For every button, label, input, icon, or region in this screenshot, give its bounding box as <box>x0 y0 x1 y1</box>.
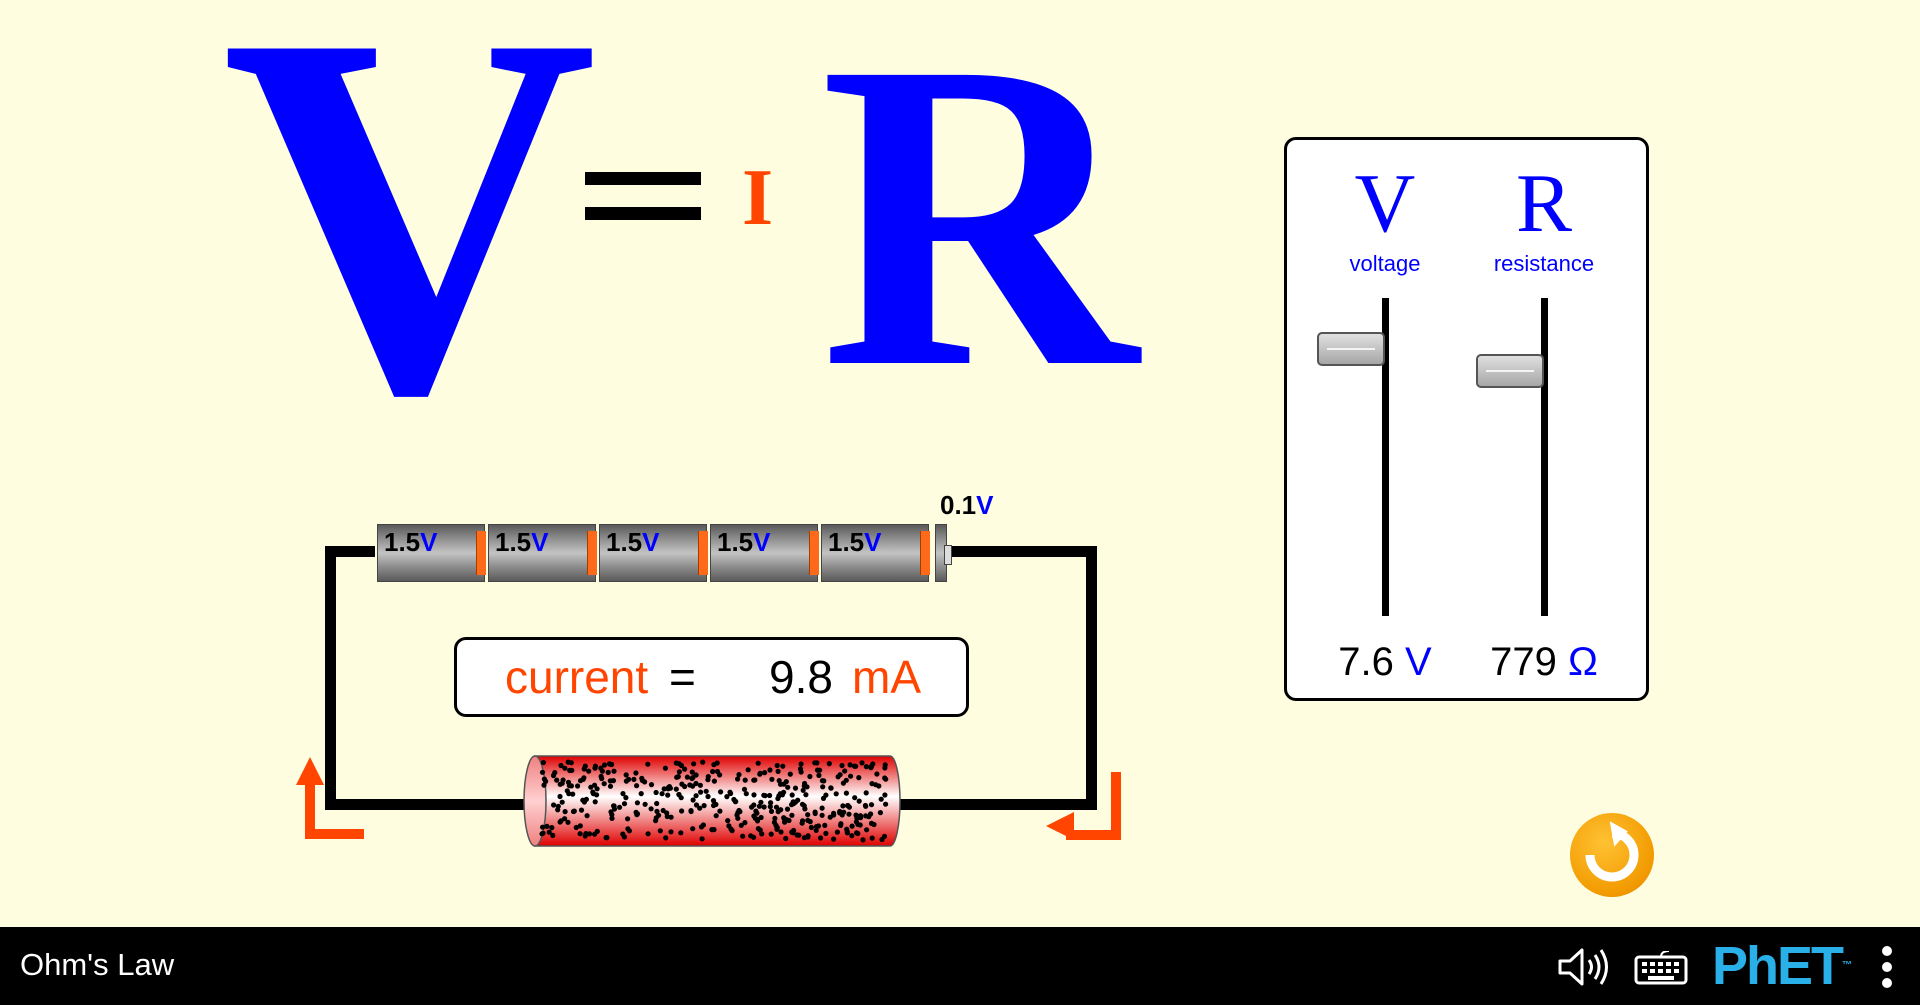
voltage-value: 7.6 <box>1338 640 1394 684</box>
sim-title: Ohm's Law <box>20 947 175 982</box>
battery-cell: 1.5V <box>599 524 708 582</box>
equation-equals-sign <box>585 172 701 220</box>
battery-label: 1.5V <box>606 527 660 558</box>
battery-cell: 1.5V <box>488 524 597 582</box>
resistance-symbol: R <box>1515 157 1573 250</box>
resistor <box>523 755 901 847</box>
battery-unit: V <box>864 527 882 557</box>
battery-label: 1.5V <box>717 527 771 558</box>
wire-top-right <box>950 546 1097 557</box>
wire-right <box>1086 546 1097 810</box>
wire-bottom-right <box>900 799 1097 810</box>
voltage-slider-group: V voltage 7.6 V <box>1300 140 1470 698</box>
small-battery-cell <box>935 524 952 582</box>
small-battery-label: 0.1V <box>940 490 994 521</box>
equation-current-letter: I <box>742 154 774 242</box>
voltage-slider-track[interactable] <box>1382 298 1389 616</box>
wire-bottom-left <box>325 799 525 810</box>
resistance-unit: Ω <box>1567 640 1598 684</box>
voltage-unit: V <box>1405 640 1432 684</box>
battery-label: 1.5V <box>495 527 549 558</box>
resistance-value: 779 <box>1490 640 1557 684</box>
battery-label: 1.5V <box>384 527 438 558</box>
battery-unit: V <box>531 527 549 557</box>
wire-left <box>325 546 336 810</box>
resistance-value-readout: 779 Ω <box>1459 640 1629 685</box>
equation-resistance-letter: R <box>820 0 1138 459</box>
phet-trademark: ™ <box>1842 960 1853 971</box>
equation-voltage-letter: V <box>222 0 598 502</box>
current-value: 9.8 <box>769 651 833 703</box>
reset-icon <box>1585 821 1639 882</box>
current-unit: mA <box>852 651 921 703</box>
current-arrow-left-icon <box>1046 772 1121 840</box>
battery-voltage: 1.5 <box>384 527 421 557</box>
phet-logo-text: PhET <box>1712 936 1844 996</box>
resistor-end-cap <box>523 755 547 847</box>
equals-bar-top <box>585 172 701 185</box>
battery-voltage: 1.5 <box>828 527 865 557</box>
resistor-impurity-dots <box>539 759 889 843</box>
battery-voltage: 1.5 <box>606 527 643 557</box>
sound-icon[interactable] <box>1558 947 1612 987</box>
current-label: current <box>505 651 649 703</box>
resistance-slider-thumb[interactable] <box>1476 354 1544 389</box>
navigation-bar: Ohm's Law PhET™ <box>0 927 1920 1005</box>
simulation-stage: V I R V voltage 7.6 V R resistance 779 Ω <box>222 0 1654 897</box>
small-battery-voltage: 0.1 <box>940 490 977 520</box>
current-arrow-up-icon <box>296 757 364 839</box>
control-panel: V voltage 7.6 V R resistance 779 Ω <box>1284 137 1649 701</box>
keyboard-icon[interactable] <box>1634 951 1688 985</box>
resistance-slider-group: R resistance 779 Ω <box>1459 140 1629 698</box>
small-battery-unit: V <box>976 490 994 520</box>
wire-top-left <box>325 546 375 557</box>
battery-cell: 1.5V <box>710 524 819 582</box>
phet-logo[interactable]: PhET™ <box>1712 935 1852 997</box>
voltage-label: voltage <box>1349 251 1421 276</box>
equals-bar-bottom <box>585 207 701 220</box>
resistance-label: resistance <box>1493 251 1595 276</box>
menu-dots-icon[interactable] <box>1879 945 1895 989</box>
battery-cell: 1.5V <box>821 524 930 582</box>
voltage-symbol: V <box>1354 157 1416 250</box>
voltage-slider-thumb[interactable] <box>1317 331 1385 366</box>
voltage-value-readout: 7.6 V <box>1300 640 1470 685</box>
current-readout-box: current = 9.8 mA <box>454 637 969 717</box>
battery-unit: V <box>753 527 771 557</box>
battery-cell: 1.5V <box>377 524 486 582</box>
battery-voltage: 1.5 <box>495 527 532 557</box>
battery-unit: V <box>642 527 660 557</box>
reset-all-button[interactable] <box>1570 813 1654 897</box>
current-equals: = <box>669 651 696 703</box>
battery-unit: V <box>420 527 438 557</box>
resistance-slider-track[interactable] <box>1541 298 1548 616</box>
battery-label: 1.5V <box>828 527 882 558</box>
battery-voltage: 1.5 <box>717 527 754 557</box>
